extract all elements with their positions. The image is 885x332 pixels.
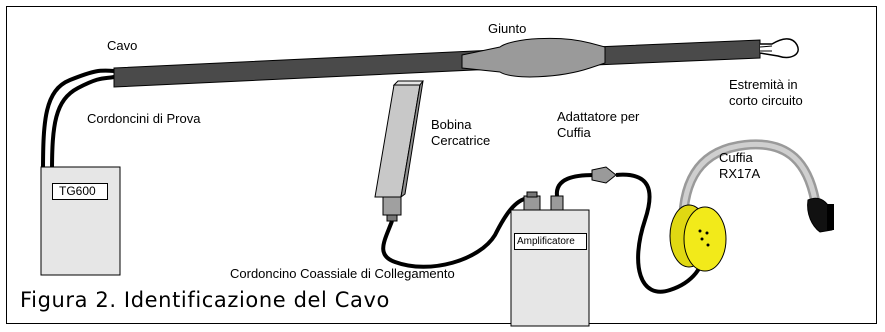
shorted-end-loop (759, 38, 799, 59)
headphone-adapter-label-line1: Adattatore per (557, 109, 640, 124)
figure-frame (6, 6, 877, 324)
cable-right (594, 39, 761, 66)
search-coil-label-line2: Cercatrice (431, 133, 491, 148)
headphones-label-line2: RX17A (719, 166, 761, 181)
cable-label: Cavo (107, 38, 138, 53)
joint-label: Giunto (488, 21, 527, 36)
headphone-cord (615, 172, 707, 294)
joint (461, 37, 606, 78)
coax-cord (381, 196, 529, 269)
headphone-adapter-label-line2: Cuffia (557, 125, 591, 140)
cable (113, 49, 496, 88)
amplifier-socket-right (550, 195, 564, 211)
tg600-label: TG600 (52, 183, 108, 200)
search-coil-label-line1: Bobina (431, 117, 472, 132)
adapter-cord (554, 173, 595, 197)
test-lead-right (50, 75, 115, 173)
figure-caption: Figura 2. Identificazione del Cavo (20, 288, 390, 312)
headphone-adapter (591, 166, 617, 184)
amplifier-label: Amplificatore (514, 233, 587, 250)
search-coil-connector (382, 196, 402, 216)
amplifier-socket-left (523, 195, 541, 211)
coax-cord-label: Cordoncino Coassiale di Collegamento (230, 266, 455, 281)
amplifier (510, 209, 590, 327)
test-lead-left (41, 68, 115, 173)
shorted-end-label-line2: corto circuito (729, 93, 803, 108)
headphones-label-line1: Cuffia (719, 150, 753, 165)
shorted-end-label-line1: Estremità in (729, 77, 798, 92)
test-leads-label: Cordoncini di Prova (87, 111, 201, 126)
headphone-cup (683, 206, 727, 272)
